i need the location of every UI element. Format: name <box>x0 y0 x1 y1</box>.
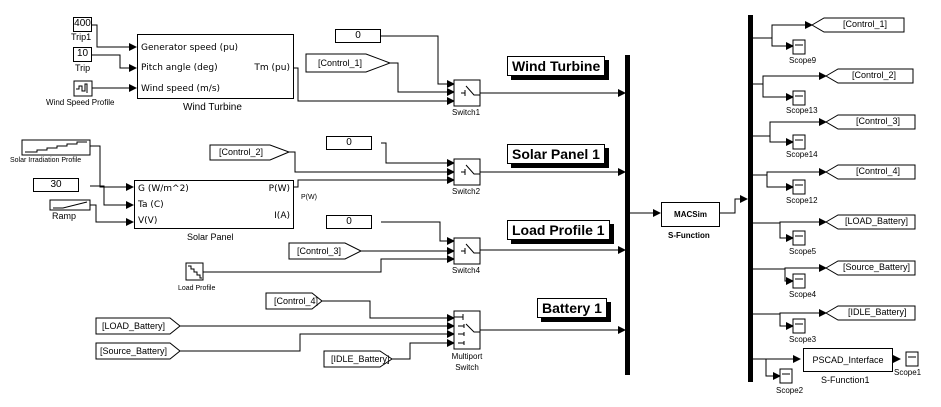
from-tag-idle-battery[interactable] <box>323 350 393 368</box>
trip1-constant[interactable]: 400 <box>73 17 92 32</box>
load-profile-label: Load Profile <box>178 285 216 292</box>
source-battery-goto-text: [Source_Battery] <box>843 262 911 272</box>
p-w-signal-label: P(W) <box>301 194 317 201</box>
demux-bar[interactable] <box>748 15 753 382</box>
goto-tag-control1[interactable] <box>811 17 905 33</box>
source-battery-from-text: [Source_Battery] <box>100 346 168 356</box>
wind-speed-profile-label: Wind Speed Profile <box>46 98 115 107</box>
goto-tag-control3[interactable] <box>825 114 916 130</box>
scope12-block[interactable] <box>792 179 806 195</box>
scope5-block[interactable] <box>792 230 806 246</box>
port-i: I(A) <box>274 211 290 221</box>
scope13-label: Scope13 <box>786 106 818 115</box>
switch2-block[interactable] <box>453 158 481 186</box>
wind-zero-constant[interactable]: 0 <box>335 29 381 43</box>
port-v: V(V) <box>138 216 158 226</box>
solar-panel-label: Solar Panel <box>187 232 234 242</box>
scope4-block[interactable] <box>792 273 806 289</box>
switch1-label: Switch1 <box>452 108 481 117</box>
idle-battery-goto-text: [IDLE_Battery] <box>848 307 907 317</box>
from-tag-control1[interactable] <box>305 53 392 73</box>
switch1-block[interactable] <box>453 79 481 107</box>
goto-tag-control2[interactable] <box>825 68 914 84</box>
scope3-block[interactable] <box>792 318 806 334</box>
from-tag-source-battery[interactable] <box>95 342 181 360</box>
scope1-label: Scope1 <box>894 368 922 377</box>
macsim-sfunction-block[interactable]: MACSim <box>661 202 720 227</box>
goto-tag-idle-battery[interactable] <box>825 305 916 321</box>
scope9-block[interactable] <box>792 39 806 55</box>
control1-from-text: [Control_1] <box>318 58 363 68</box>
scope3-label: Scope3 <box>789 335 817 344</box>
control3-goto-text: [Control_3] <box>856 116 901 126</box>
switch2-label: Switch2 <box>452 187 481 196</box>
pscad-interface-block[interactable]: PSCAD_Interface <box>803 348 893 372</box>
ramp-label: Ramp <box>52 211 77 221</box>
scope5-label: Scope5 <box>789 247 817 256</box>
port-wind-speed: Wind speed (m/s) <box>141 84 221 94</box>
goto-tag-load-battery[interactable] <box>825 214 916 230</box>
port-generator-speed: Generator speed (pu) <box>141 43 239 53</box>
mux-bar[interactable] <box>625 55 630 375</box>
battery-title: Battery 1 <box>537 298 607 318</box>
load-battery-goto-text: [LOAD_Battery] <box>845 216 909 226</box>
from-tag-control4[interactable] <box>265 292 323 310</box>
scope1-block[interactable] <box>905 351 919 367</box>
idle-battery-from-text: [IDLE_Battery] <box>331 354 390 364</box>
scope9-label: Scope9 <box>789 56 817 65</box>
load-battery-from-text: [LOAD_Battery] <box>102 321 166 331</box>
trip-label: Trip <box>75 63 91 73</box>
control2-from-text: [Control_2] <box>219 147 264 157</box>
port-p: P(W) <box>268 184 290 194</box>
scope12-label: Scope12 <box>786 196 818 205</box>
load-zero-constant[interactable]: 0 <box>326 215 372 229</box>
control2-goto-text: [Control_2] <box>852 70 897 80</box>
scope14-label: Scope14 <box>786 150 818 159</box>
scope4-label: Scope4 <box>789 290 817 299</box>
port-tm: Tm (pu) <box>254 63 290 73</box>
trip1-label: Trip1 <box>71 32 92 42</box>
goto-tag-control4[interactable] <box>825 164 916 180</box>
sfunction-label: S-Function <box>668 231 710 240</box>
solar-irradiation-label: Solar Irradiation Profile <box>10 157 82 164</box>
wind-turbine-label: Wind Turbine <box>183 102 242 113</box>
scope14-block[interactable] <box>792 134 806 150</box>
trip-constant[interactable]: 10 <box>73 47 92 62</box>
solar-panel-block[interactable]: G (W/m^2) Ta (C) V(V) P(W) I(A) <box>134 180 294 229</box>
from-tag-load-battery[interactable] <box>95 317 181 335</box>
temperature-constant[interactable]: 30 <box>33 178 79 192</box>
switch4-block[interactable] <box>453 237 481 265</box>
scope2-block[interactable] <box>779 368 793 384</box>
sfunction1-label: S-Function1 <box>821 375 870 385</box>
control1-goto-text: [Control_1] <box>843 19 888 29</box>
ramp-block[interactable] <box>49 199 91 211</box>
goto-tag-source-battery[interactable] <box>825 260 916 276</box>
from-tag-control3[interactable] <box>288 242 363 260</box>
port-ta: Ta (C) <box>138 200 164 210</box>
control3-from-text: [Control_3] <box>297 246 342 256</box>
multiport-switch-label-1: Multiport <box>451 352 483 361</box>
wind-turbine-block[interactable]: Generator speed (pu) Pitch angle (deg) W… <box>137 34 294 99</box>
load-profile-title: Load Profile 1 <box>507 220 610 240</box>
solar-zero-constant[interactable]: 0 <box>326 136 372 150</box>
control4-from-text: [Control_4] <box>274 296 319 306</box>
solar-panel-title: Solar Panel 1 <box>507 144 605 164</box>
switch4-label: Switch4 <box>452 266 481 275</box>
scope2-label: Scope2 <box>776 386 804 395</box>
port-pitch-angle: Pitch angle (deg) <box>141 63 218 73</box>
scope13-block[interactable] <box>792 90 806 106</box>
wind-turbine-title: Wind Turbine <box>507 56 606 76</box>
multiport-switch-label-2: Switch <box>455 363 479 372</box>
from-tag-control2[interactable] <box>209 144 291 161</box>
control4-goto-text: [Control_4] <box>856 166 901 176</box>
port-g: G (W/m^2) <box>138 184 189 194</box>
